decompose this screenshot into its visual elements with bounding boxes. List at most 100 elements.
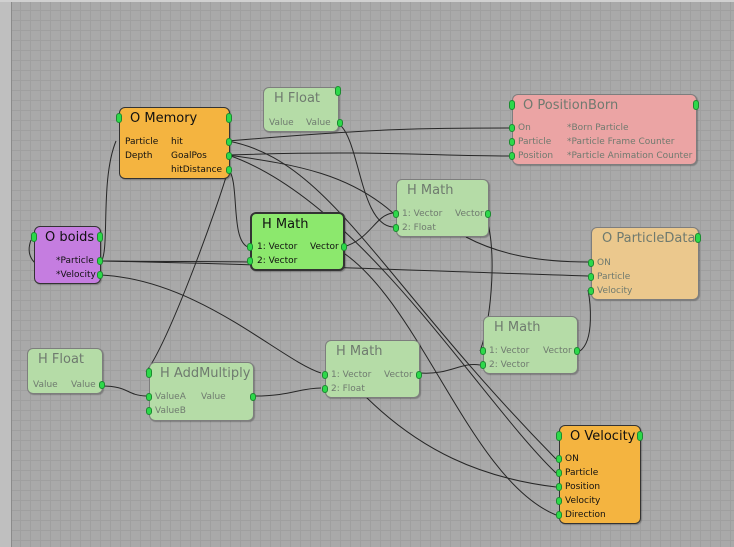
hmath-right-node[interactable]: H Math 1: Vector 2: Vector Vector bbox=[480, 316, 580, 374]
node-title: H Math bbox=[407, 183, 454, 198]
left-top-port[interactable] bbox=[146, 368, 152, 378]
vector-input-port[interactable] bbox=[322, 371, 328, 379]
vector1-input-label: 1: Vector bbox=[257, 242, 298, 252]
particle-output-label: *Particle bbox=[56, 256, 94, 266]
vector1-input-label: 1: Vector bbox=[489, 346, 530, 356]
position-input-port[interactable] bbox=[556, 483, 562, 491]
wire-11 bbox=[579, 289, 591, 352]
node-title: O Memory bbox=[130, 111, 198, 126]
right-top-port[interactable] bbox=[637, 431, 643, 441]
node-title: H Float bbox=[274, 91, 321, 106]
wire-4 bbox=[338, 123, 394, 228]
wire-13 bbox=[100, 274, 322, 374]
hmath-upper-node[interactable]: H Math 1: Vector 2: Float Vector bbox=[393, 179, 491, 237]
velocity-input-port[interactable] bbox=[556, 497, 562, 505]
velocity-output-port[interactable] bbox=[97, 271, 103, 279]
left-top-port[interactable] bbox=[116, 113, 122, 123]
value-label: Value bbox=[33, 380, 58, 390]
vector-output-label: Vector bbox=[310, 242, 339, 252]
wire-20 bbox=[227, 154, 557, 474]
left-top-port[interactable] bbox=[509, 100, 515, 110]
valuea-input-port[interactable] bbox=[146, 393, 152, 401]
vector-output-label: Vector bbox=[455, 209, 484, 219]
node-title: H Float bbox=[38, 352, 85, 367]
add-multiply-node[interactable]: H AddMultiply ValueA ValueB Value bbox=[146, 362, 256, 421]
node-title: O Velocity bbox=[570, 429, 636, 444]
value-output-label: Value bbox=[201, 392, 226, 402]
right-top-port[interactable] bbox=[97, 232, 103, 242]
right-top-port[interactable] bbox=[693, 100, 699, 110]
particle-output-port[interactable] bbox=[97, 257, 103, 265]
velocity-node[interactable]: O Velocity ON Particle Position Velocity… bbox=[556, 425, 643, 524]
node-title: H Math bbox=[262, 217, 309, 232]
particle-input-port[interactable] bbox=[556, 469, 562, 477]
velocity-input-port[interactable] bbox=[588, 287, 594, 295]
vector-output-port[interactable] bbox=[485, 210, 491, 218]
on-input-port[interactable] bbox=[588, 259, 594, 267]
particle-input-port[interactable] bbox=[588, 273, 594, 281]
hitdistance-output-port[interactable] bbox=[226, 166, 232, 174]
right-top-port[interactable] bbox=[226, 113, 232, 123]
hit-output-port[interactable] bbox=[226, 138, 232, 146]
on-input-port[interactable] bbox=[556, 455, 562, 463]
value-output-port[interactable] bbox=[99, 381, 105, 389]
left-top-port[interactable] bbox=[556, 431, 562, 441]
float-input-port[interactable] bbox=[322, 385, 328, 393]
hfloat-top-node[interactable]: H Float Value Value bbox=[263, 86, 343, 132]
float-input-label: 2: Float bbox=[402, 223, 436, 233]
vector-input-label: 1: Vector bbox=[402, 209, 443, 219]
hmath-selected-node[interactable]: H Math 1: Vector 2: Vector Vector bbox=[247, 212, 347, 271]
direction-input-port[interactable] bbox=[556, 511, 562, 519]
boids-node[interactable]: O boids *Particle *Velocity bbox=[31, 226, 103, 284]
particle-data-node[interactable]: O ParticleData ON Particle Velocity bbox=[588, 227, 701, 300]
wire-6 bbox=[100, 260, 249, 263]
on-input-port[interactable] bbox=[509, 124, 515, 132]
vector-output-port[interactable] bbox=[574, 347, 580, 355]
top-border bbox=[0, 0, 734, 2]
frame-counter-property: *Particle Frame Counter bbox=[567, 137, 675, 147]
wire-8 bbox=[342, 212, 394, 248]
vector2-input-port[interactable] bbox=[247, 257, 253, 265]
vector1-input-port[interactable] bbox=[480, 347, 486, 355]
hmath-lower-node[interactable]: H Math 1: Vector 2: Float Vector bbox=[322, 340, 422, 398]
vector-output-port[interactable] bbox=[416, 371, 422, 379]
on-input-label: ON bbox=[565, 454, 579, 464]
vector1-input-port[interactable] bbox=[247, 243, 253, 251]
memory-node[interactable]: O Memory Particle Depth hit GoalPos hitD… bbox=[116, 107, 232, 179]
position-born-node[interactable]: O PositionBorn On Particle Position *Bor… bbox=[509, 94, 699, 165]
wire-9 bbox=[465, 236, 589, 263]
velocity-output-label: *Velocity bbox=[56, 270, 96, 280]
vector-output-port[interactable] bbox=[341, 243, 347, 251]
wire-16 bbox=[145, 169, 229, 373]
particle-input-port[interactable] bbox=[509, 138, 515, 146]
vector2-input-port[interactable] bbox=[480, 361, 486, 369]
velocity-input-label: Velocity bbox=[565, 496, 601, 506]
wire-19 bbox=[227, 140, 557, 460]
goalpos-output-port[interactable] bbox=[226, 152, 232, 160]
direction-input-label: Direction bbox=[565, 510, 606, 520]
position-input-port[interactable] bbox=[509, 152, 515, 160]
float-input-port[interactable] bbox=[393, 224, 399, 232]
value-output-port[interactable] bbox=[337, 119, 343, 127]
wire-15 bbox=[254, 387, 322, 397]
value-label: Value bbox=[269, 118, 294, 128]
hfloat-left-node[interactable]: H Float Value Value bbox=[27, 348, 105, 394]
vector2-input-label: 2: Vector bbox=[489, 360, 530, 370]
particle-input-label: Particle bbox=[125, 137, 159, 147]
vector-input-label: 1: Vector bbox=[331, 370, 372, 380]
left-top-port[interactable] bbox=[31, 232, 37, 242]
wire-12 bbox=[419, 364, 481, 374]
vector2-input-label: 2: Vector bbox=[257, 256, 298, 266]
node-title: O boids bbox=[45, 230, 95, 245]
value-output-label: Value bbox=[306, 118, 331, 128]
value-output-port[interactable] bbox=[250, 393, 256, 401]
top-port[interactable] bbox=[335, 86, 341, 96]
valueb-input-port[interactable] bbox=[146, 407, 152, 415]
animation-counter-property: *Particle Animation Counter bbox=[567, 151, 693, 161]
vector-input-port[interactable] bbox=[393, 210, 399, 218]
vertical-scrollbar[interactable] bbox=[0, 0, 12, 547]
vector-output-label: Vector bbox=[543, 346, 572, 356]
right-top-port[interactable] bbox=[695, 233, 701, 243]
hit-output-label: hit bbox=[171, 137, 183, 147]
